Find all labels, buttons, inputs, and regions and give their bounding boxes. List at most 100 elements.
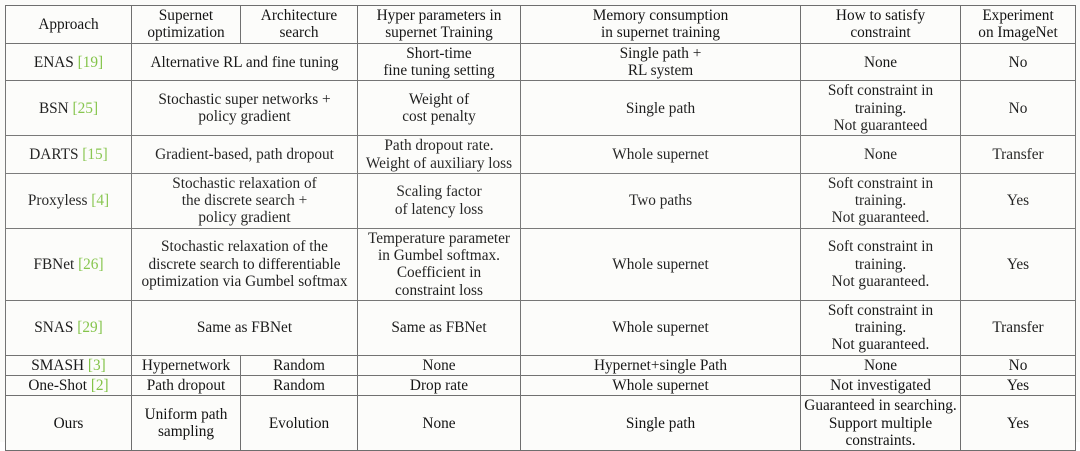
header-approach-label: Approach [38, 15, 99, 33]
cell-constraint: None [800, 42, 962, 82]
column-header-supernet-optimization: Supernet optimization [131, 5, 241, 44]
cell-hyper-parameters: Temperature parameter in Gumbel softmax.… [357, 227, 521, 301]
cell-constraint: None [800, 135, 962, 174]
experiment-value: No [1008, 99, 1028, 117]
cell-architecture-search: Random [240, 374, 358, 397]
cell-approach: ENAS [19] [5, 42, 132, 82]
citation-ref[interactable]: [3] [87, 356, 106, 374]
cell-supernet-arch-merged: Alternative RL and fine tuning [131, 42, 358, 82]
arch-text: Evolution [268, 414, 330, 432]
cell-memory-consumption: Single path + RL system [519, 42, 802, 82]
experiment-value: Yes [1006, 376, 1030, 394]
arch-text: Random [273, 356, 325, 374]
citation-ref[interactable]: [29] [77, 319, 103, 337]
table-row: Ours Uniform path sampling Evolution Non… [5, 395, 1077, 451]
supernet-line2: sampling [157, 423, 215, 441]
cell-memory-consumption: Whole supernet [519, 374, 802, 397]
supernet-text: Path dropout [146, 376, 226, 394]
table-row: FBNet [26] Stochastic relaxation of the … [5, 227, 1077, 301]
header-experiment-line1: Experiment [982, 7, 1054, 24]
experiment-value: No [1008, 356, 1028, 374]
header-constraint-line2: constraint [850, 24, 911, 42]
cell-hyper-parameters: Weight of cost penalty [357, 80, 521, 137]
supernet-line1: Uniform path [144, 405, 228, 423]
cell-supernet-arch-merged: Stochastic relaxation of the discrete se… [131, 227, 358, 301]
cell-memory-consumption: Single path [519, 80, 802, 137]
citation-ref[interactable]: [4] [91, 192, 110, 210]
hyper-line1: Same as FBNet [391, 319, 487, 337]
supernet-arch-line2: policy gradient [198, 108, 291, 126]
cell-hyper-parameters: Same as FBNet [357, 299, 521, 356]
constraint-line2: Not guaranteed. [831, 209, 930, 227]
table-row: SNAS [29] Same as FBNet Same as FBNet Wh… [5, 299, 1077, 356]
header-memory-line2: in supernet training [601, 24, 720, 42]
hyper-line1: Temperature parameter [367, 229, 511, 247]
memory-line1: Whole supernet [612, 255, 709, 273]
supernet-arch-line2: the discrete search + [181, 192, 308, 210]
cell-supernet-arch-merged: Stochastic super networks + policy gradi… [131, 80, 358, 137]
header-experiment-line2: on ImageNet [978, 24, 1058, 42]
constraint-line1: Soft constraint in training. [827, 82, 934, 117]
memory-line1: Single path + [619, 44, 702, 62]
experiment-value: Transfer [992, 145, 1044, 163]
cell-experiment: No [960, 80, 1077, 137]
approach-name: One-Shot [28, 376, 87, 394]
column-header-experiment-imagenet: Experiment on ImageNet [960, 5, 1077, 44]
experiment-value: Yes [1006, 192, 1030, 210]
supernet-text: Hypernetwork [141, 356, 231, 374]
cell-constraint: Soft constraint in training. Not guarant… [800, 299, 962, 356]
header-memory-line1: Memory consumption [592, 7, 729, 24]
experiment-value: No [1008, 53, 1028, 71]
approach-name: BSN [38, 99, 69, 117]
hyper-line1: Scaling factor [396, 183, 482, 201]
cell-experiment: Yes [960, 227, 1077, 301]
cell-approach: Proxyless [4] [5, 172, 132, 229]
citation-ref[interactable]: [15] [82, 145, 108, 163]
cell-experiment: Yes [960, 374, 1077, 397]
column-header-approach: Approach [5, 5, 132, 44]
citation-ref[interactable]: [25] [72, 99, 99, 117]
cell-supernet-arch-merged: Gradient-based, path dropout [131, 135, 358, 174]
cell-experiment: Transfer [960, 135, 1077, 174]
table-row: BSN [25] Stochastic super networks + pol… [5, 80, 1077, 137]
cell-memory-consumption: Whole supernet [519, 135, 802, 174]
constraint-line2: Not guaranteed. [831, 272, 930, 290]
cell-experiment: No [960, 42, 1077, 82]
constraint-line1: Soft constraint in training. [827, 174, 934, 210]
cell-architecture-search: Random [240, 354, 358, 376]
column-header-memory-consumption: Memory consumption in supernet training [519, 5, 802, 44]
supernet-arch-line3: optimization via Gumbel softmax [141, 272, 348, 290]
approach-name: SNAS [34, 319, 74, 337]
hyper-line1: Path dropout rate. [384, 137, 494, 155]
cell-constraint: Soft constraint in training. Not guarant… [800, 80, 962, 137]
cell-approach: SMASH [3] [5, 354, 132, 376]
experiment-value: Transfer [992, 319, 1044, 337]
cell-hyper-parameters: Drop rate [357, 374, 521, 397]
supernet-arch-text: Alternative RL and fine tuning [150, 53, 339, 71]
constraint-line2: Not guaranteed [833, 117, 928, 134]
cell-constraint: Soft constraint in training. Not guarant… [800, 227, 962, 301]
constraint-line1: Guaranteed in searching. [804, 397, 957, 415]
table-row: SMASH [3] Hypernetwork Random None Hyper… [5, 354, 1077, 376]
cell-memory-consumption: Hypernet+single Path [519, 354, 802, 376]
cell-experiment: Yes [960, 172, 1077, 229]
supernet-arch-line1: Stochastic relaxation of the [161, 238, 328, 256]
cell-hyper-parameters: None [357, 354, 521, 376]
citation-ref[interactable]: [26] [78, 255, 104, 273]
hyper-line1: None [422, 414, 456, 432]
citation-ref[interactable]: [19] [77, 53, 104, 71]
cell-hyper-parameters: Path dropout rate. Weight of auxiliary l… [357, 135, 521, 174]
cell-approach: Ours [5, 395, 132, 451]
table-row: One-Shot [2] Path dropout Random Drop ra… [5, 374, 1077, 397]
memory-line1: Single path [625, 414, 696, 432]
citation-ref[interactable]: [2] [90, 376, 109, 394]
cell-constraint: Soft constraint in training. Not guarant… [800, 172, 962, 229]
memory-line1: Two paths [628, 192, 693, 210]
hyper-line1: Drop rate [409, 376, 469, 394]
table-row: DARTS [15] Gradient-based, path dropout … [5, 135, 1077, 174]
hyper-line2: fine tuning setting [383, 62, 495, 80]
column-header-architecture-search: Architecture search [240, 5, 358, 44]
hyper-line4: constraint loss [395, 281, 483, 299]
table-row: Proxyless [4] Stochastic relaxation of t… [5, 172, 1077, 229]
supernet-arch-line1: Stochastic relaxation of [172, 174, 317, 192]
